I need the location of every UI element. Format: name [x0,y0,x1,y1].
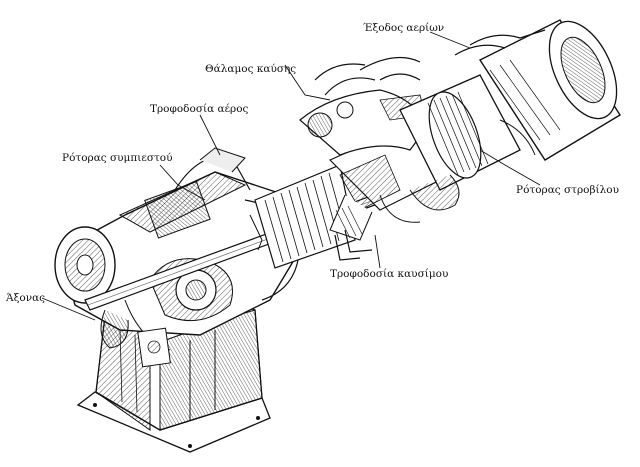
combustion-chamber [299,56,426,156]
label-shaft: Άξονας [6,292,46,304]
turbine-section [379,74,521,223]
label-combustion-chamber: Θάλαμος καύσης [205,63,297,75]
inlet-flange [54,226,129,349]
label-exhaust: Έξοδος αερίων [363,22,445,34]
compressor-blades [249,164,356,269]
exhaust-duct [454,19,621,161]
label-fuel-supply: Τροφοδοσία καυσίμου [330,268,449,280]
fuel-supply-pipe [334,229,373,261]
label-turbine-rotor: Ρότορας στροβίλου [516,184,620,196]
label-compressor-rotor: Ρότορας συμπιεστού [62,152,173,164]
label-air-supply: Τροφοδοσία αέρος [150,103,249,115]
leader-lines [41,31,541,321]
